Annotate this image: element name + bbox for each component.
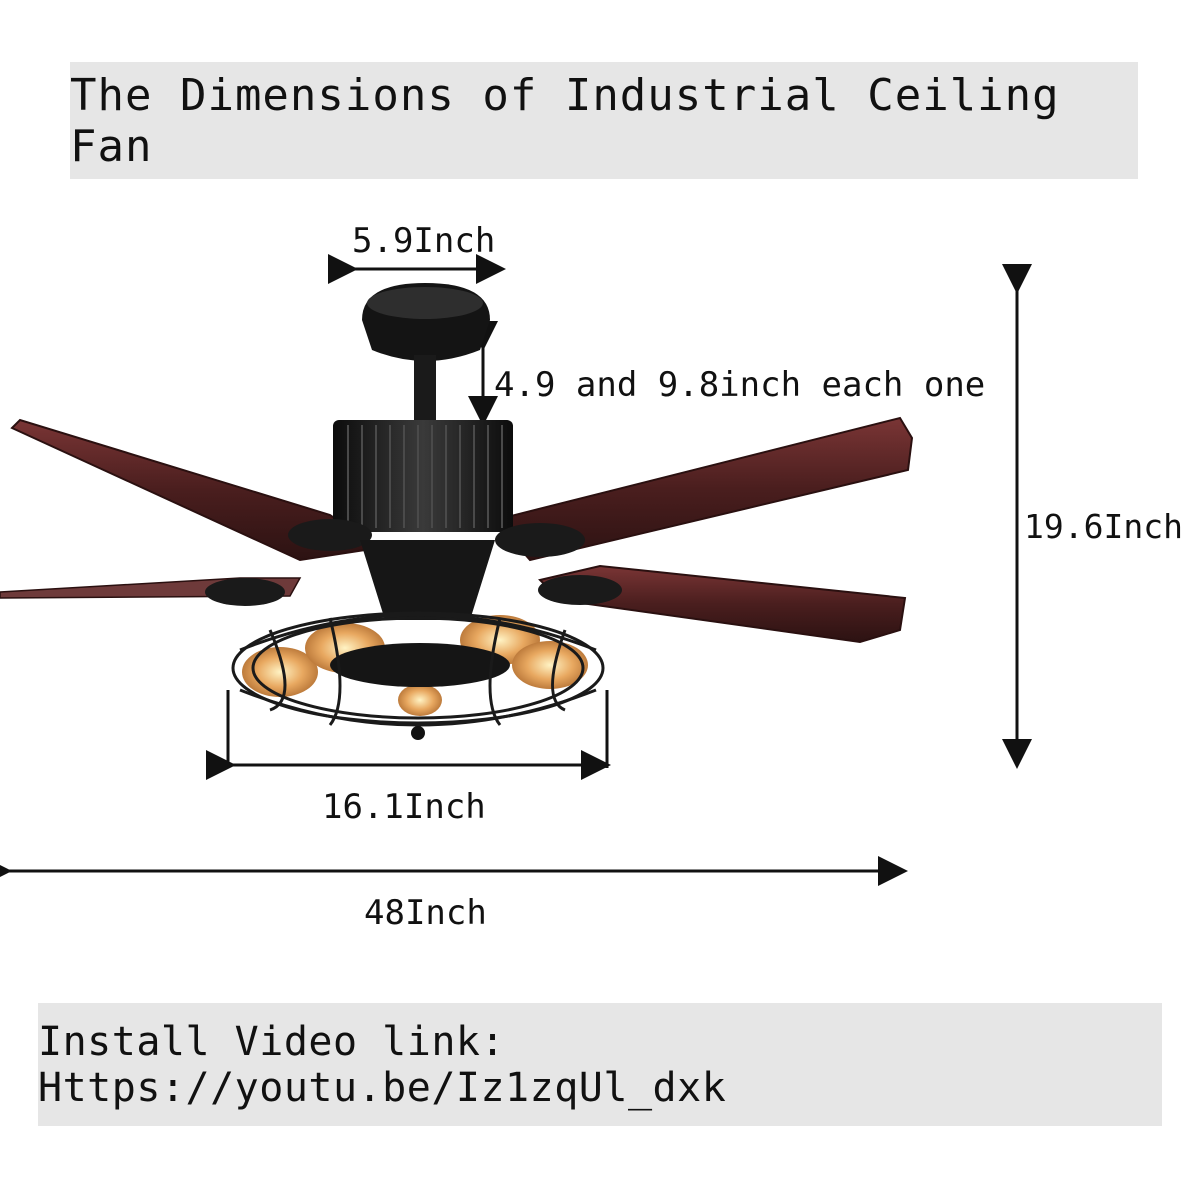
- motor-housing: [333, 420, 513, 532]
- cage-width-label: 16.1Inch: [322, 787, 486, 827]
- total-height-label: 19.6Inch: [1024, 507, 1183, 546]
- blade-iron: [288, 519, 372, 551]
- edison-bulb-icon: [398, 684, 442, 716]
- footer-banner: Install Video link: Https://youtu.be/Iz1…: [38, 1003, 1162, 1126]
- wire-cage: [231, 611, 605, 727]
- title-banner: The Dimensions of Industrial Ceiling Fan: [70, 62, 1138, 179]
- blade-iron: [538, 575, 622, 605]
- light-kit-hub: [330, 643, 510, 687]
- downrod: [414, 355, 436, 427]
- canopy-width-label: 5.9Inch: [352, 221, 496, 261]
- canopy-top: [367, 287, 483, 319]
- dimension-lines: [0, 254, 1032, 886]
- edison-bulb-icon: [512, 641, 588, 689]
- install-video-link: Install Video link: Https://youtu.be/Iz1…: [38, 1018, 727, 1111]
- blade-iron: [205, 578, 285, 606]
- page-title: The Dimensions of Industrial Ceiling Fan: [70, 69, 1060, 172]
- cage-finial: [411, 726, 425, 740]
- ceiling-fan-illustration: [0, 283, 914, 740]
- blade-iron: [495, 523, 585, 557]
- downrod-length-label: 4.9 and 9.8inch each one: [494, 365, 986, 405]
- switch-housing: [360, 540, 495, 620]
- blade-span-label: 48Inch: [364, 893, 487, 933]
- motor-ribs: [347, 425, 503, 528]
